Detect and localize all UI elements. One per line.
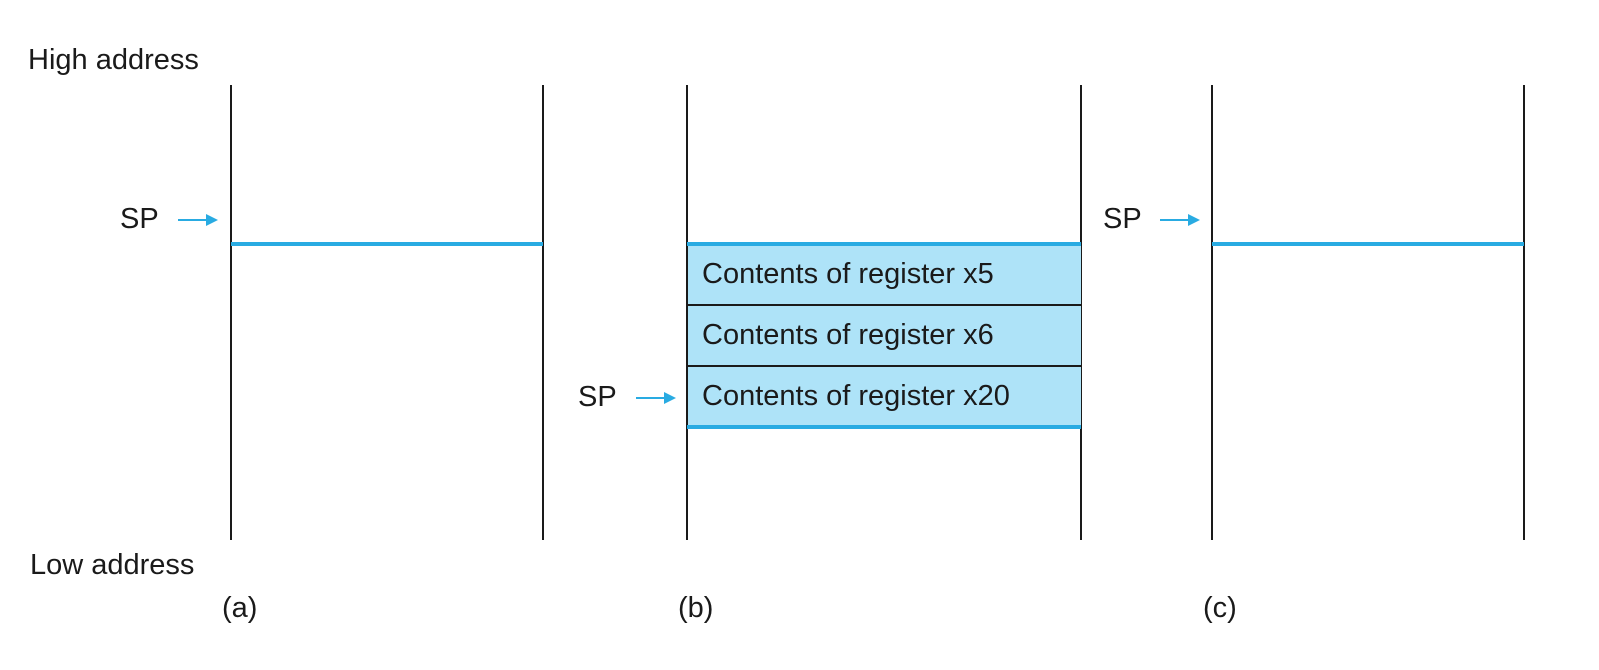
panel-b-sp-arrow-icon xyxy=(636,392,676,404)
panel-c-stack-top-line xyxy=(1212,242,1524,246)
stack-cell-x6: Contents of register x6 xyxy=(688,305,1081,366)
panel-b-stack: Contents of register x5 Contents of regi… xyxy=(688,242,1081,429)
panel-b-caption: (b) xyxy=(678,592,714,624)
panel-a-right-boundary xyxy=(542,85,544,540)
low-address-label: Low address xyxy=(30,549,195,581)
panel-a-sp-label: SP xyxy=(120,203,159,235)
panel-c-caption: (c) xyxy=(1203,592,1237,624)
panel-b-stack-top-line xyxy=(687,242,1081,246)
panel-a-stack-top-line xyxy=(231,242,543,246)
high-address-label: High address xyxy=(28,44,199,76)
panel-b-sp-label: SP xyxy=(578,381,617,413)
stack-cell-x20: Contents of register x20 xyxy=(688,366,1081,427)
panel-a-sp-arrow-icon xyxy=(178,214,218,226)
panel-a-left-boundary xyxy=(230,85,232,540)
panel-c-sp-arrow-icon xyxy=(1160,214,1200,226)
panel-c-left-boundary xyxy=(1211,85,1213,540)
panel-a-caption: (a) xyxy=(222,592,258,624)
panel-c-sp-label: SP xyxy=(1103,203,1142,235)
panel-b-left-boundary xyxy=(686,85,688,540)
panel-c-right-boundary xyxy=(1523,85,1525,540)
stack-divider xyxy=(688,304,1081,306)
stack-divider xyxy=(688,365,1081,367)
panel-b-stack-bottom-line xyxy=(687,425,1081,429)
panel-b-right-boundary xyxy=(1080,85,1082,540)
stack-cell-x5: Contents of register x5 xyxy=(688,244,1081,305)
